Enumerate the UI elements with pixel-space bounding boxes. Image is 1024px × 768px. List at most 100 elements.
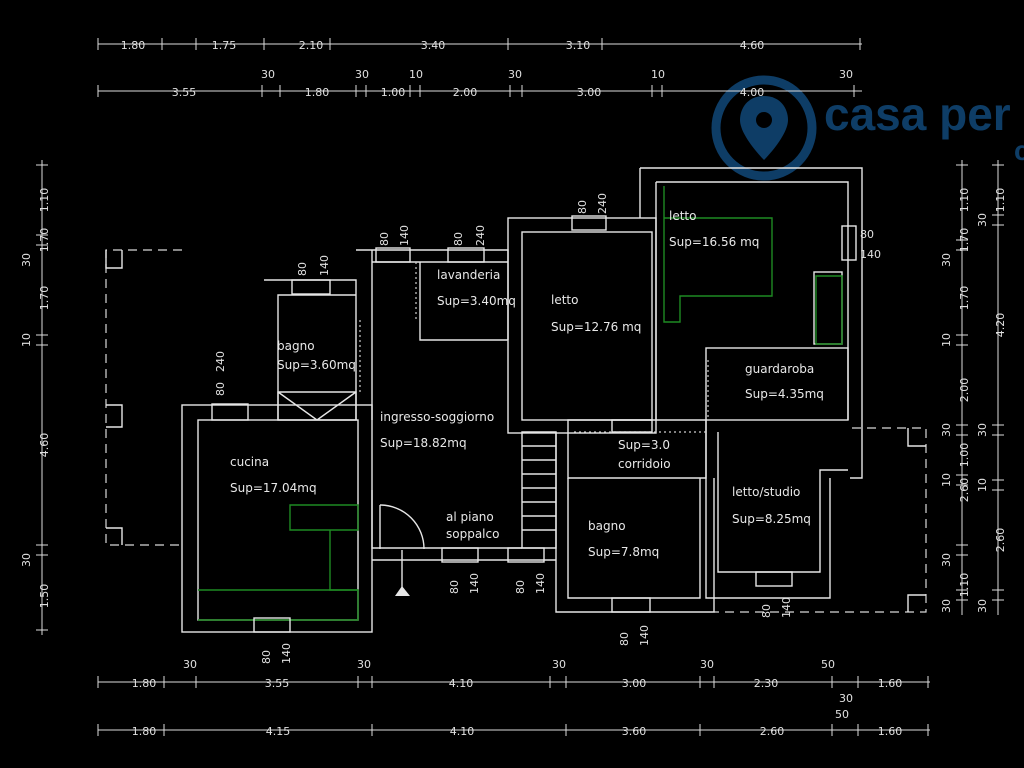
dim-label: 1.80 [305, 86, 330, 99]
dim-label: 1.80 [121, 39, 146, 52]
logo-subtext: c [1014, 135, 1024, 166]
dim-label: 30 [940, 423, 953, 437]
dim-label: 1.70 [38, 286, 51, 311]
room-area-corridoio: Sup=3.0 [618, 438, 670, 452]
dim-label: 1.10 [958, 573, 971, 598]
window-label: 140 [398, 225, 411, 246]
window-label: 140 [780, 597, 793, 618]
dim-label: 3.00 [622, 677, 647, 690]
dim-label: 30 [20, 253, 33, 267]
dim-right-1: 1.10 1.70 1.70 2.00 1.00 2.60 1.10 30 10… [940, 188, 971, 613]
window-label: 240 [214, 351, 227, 372]
room-area-piano: soppalco [446, 527, 499, 541]
room-name-letto-1: letto [551, 293, 578, 307]
terraces [105, 249, 927, 613]
dim-top-2: 3.55 1.80 1.00 2.00 3.00 4.00 30 30 10 3… [172, 68, 853, 99]
dim-label: 1.80 [132, 677, 157, 690]
dim-label: 3.40 [421, 39, 446, 52]
dim-label: 30 [357, 658, 371, 671]
room-name-cucina: cucina [230, 455, 269, 469]
dim-label: 3.00 [577, 86, 602, 99]
dim-label: 30 [839, 68, 853, 81]
room-name-bagno-2: bagno [588, 519, 626, 533]
dim-label: 4.15 [266, 725, 291, 738]
windows [211, 215, 857, 633]
dim-label: 1.00 [381, 86, 406, 99]
room-area-letto-1: Sup=12.76 mq [551, 320, 641, 334]
window-label: 80 [448, 580, 461, 594]
dim-label: 2.10 [299, 39, 324, 52]
window-label: 80 [214, 382, 227, 396]
room-name-corridoio: corridoio [618, 457, 671, 471]
dim-bottom-2: 1.80 4.15 4.10 3.60 2.60 1.60 50 [132, 708, 903, 738]
dim-label: 10 [409, 68, 423, 81]
dim-label: 30 [183, 658, 197, 671]
window-label: 80 [860, 228, 874, 241]
room-area-letto-studio: Sup=8.25mq [732, 512, 811, 526]
dim-label: 50 [835, 708, 849, 721]
dim-label: 10 [976, 478, 989, 492]
window-label: 80 [760, 604, 773, 618]
dim-label: 1.10 [994, 188, 1007, 213]
dim-label: 30 [940, 253, 953, 267]
dim-label: 1.60 [878, 677, 903, 690]
window-label: 240 [596, 193, 609, 214]
dim-label: 2.60 [760, 725, 785, 738]
dim-label: 1.80 [132, 725, 157, 738]
window-label: 140 [318, 255, 331, 276]
furniture [198, 186, 843, 621]
dim-label: 30 [20, 553, 33, 567]
dim-label: 30 [976, 599, 989, 613]
dim-right-2: 1.10 4.20 2.60 30 30 10 30 [976, 188, 1007, 613]
room-name-bagno-1: bagno [277, 339, 315, 353]
window-label: 80 [618, 632, 631, 646]
room-area-bagno-1: Sup=3.60mq [277, 358, 356, 372]
dim-label: 3.60 [622, 725, 647, 738]
room-area-bagno-2: Sup=7.8mq [588, 545, 659, 559]
window-label: 80 [378, 232, 391, 246]
openings [359, 262, 709, 479]
dim-label: 30 [355, 68, 369, 81]
logo-text: casa per c [824, 88, 1024, 140]
window-label: 140 [280, 643, 293, 664]
dim-label: 30 [839, 692, 853, 705]
room-name-ingresso: ingresso-soggiorno [380, 410, 494, 424]
dim-label: 3.10 [566, 39, 591, 52]
window-label: 240 [474, 225, 487, 246]
room-area-ingresso: Sup=18.82mq [380, 436, 467, 450]
dim-label: 2.30 [754, 677, 779, 690]
dim-label: 10 [651, 68, 665, 81]
dim-label: 50 [821, 658, 835, 671]
dim-label: 1.75 [212, 39, 237, 52]
dim-label: 30 [261, 68, 275, 81]
window-label: 80 [514, 580, 527, 594]
room-name-piano: al piano [446, 510, 494, 524]
dim-label: 1.10 [958, 188, 971, 213]
dim-label: 3.55 [265, 677, 290, 690]
dim-bottom-1: 1.80 3.55 4.10 3.00 2.30 1.60 30 30 30 3… [132, 658, 903, 705]
dim-label: 2.60 [958, 478, 971, 503]
dim-label: 30 [552, 658, 566, 671]
room-name-guardaroba: guardaroba [745, 362, 814, 376]
dim-label: 30 [976, 423, 989, 437]
window-label: 140 [860, 248, 881, 261]
dim-label: 3.55 [172, 86, 197, 99]
dim-label: 1.60 [878, 725, 903, 738]
door-arc [379, 504, 425, 550]
dim-label: 30 [940, 553, 953, 567]
window-label: 80 [296, 262, 309, 276]
dim-label: 30 [508, 68, 522, 81]
dim-label: 1.70 [958, 286, 971, 311]
dim-label: 4.10 [450, 725, 475, 738]
dimension-ticks [36, 38, 1004, 736]
dim-label: 1.70 [38, 228, 51, 253]
dim-label: 10 [940, 333, 953, 347]
window-label: 140 [468, 573, 481, 594]
dim-label: 2.60 [994, 528, 1007, 553]
window-label: 80 [576, 200, 589, 214]
dim-label: 10 [20, 333, 33, 347]
entry-arrow-icon [395, 586, 410, 596]
dim-label: 30 [940, 599, 953, 613]
room-name-lavanderia: lavanderia [437, 268, 500, 282]
